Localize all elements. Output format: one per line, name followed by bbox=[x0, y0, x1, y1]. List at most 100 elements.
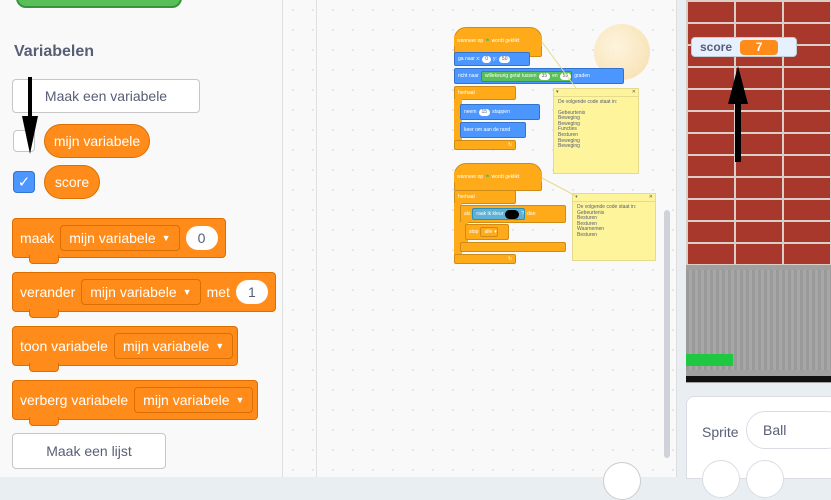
value-input[interactable]: 0 bbox=[185, 226, 218, 250]
question-mark: ? bbox=[521, 211, 525, 217]
note-line: Besturen bbox=[577, 231, 598, 238]
then-label: dan bbox=[527, 211, 536, 217]
block-notch bbox=[29, 363, 59, 372]
move-label: neem bbox=[464, 109, 477, 115]
sprite-name-input[interactable]: Ball bbox=[746, 411, 831, 449]
comment-note-2[interactable]: ▾ ✕ De volgende code staat in: Gebeurteni… bbox=[572, 193, 656, 261]
note-line: Beweging bbox=[558, 137, 580, 144]
change-label: verander bbox=[20, 284, 76, 300]
forever-bottom: ↻ bbox=[454, 140, 516, 150]
hat-label-2: wordt geklikt bbox=[491, 174, 520, 180]
block-notch bbox=[29, 417, 59, 426]
comment-note-1[interactable]: ▾ ✕ De volgende code staat in: Gebeurteni… bbox=[553, 88, 639, 174]
green-flag-icon: ⚑ bbox=[485, 174, 490, 180]
stop-option: alle bbox=[484, 229, 493, 235]
forever-bottom-2: ↻ bbox=[454, 254, 516, 264]
comment-text-2[interactable]: De volgende code staat in: Gebeurtenis B… bbox=[573, 202, 655, 242]
hat-label-2: wordt geklikt bbox=[491, 38, 520, 44]
make-variable-button[interactable]: Maak een variabele bbox=[12, 79, 200, 113]
checkmark-icon: ✓ bbox=[17, 174, 31, 191]
hide-variable-block[interactable]: verberg variabele mijn variabele▼ bbox=[12, 380, 258, 426]
reporter-mijn-variabele[interactable]: mijn variabele bbox=[44, 124, 150, 158]
hat-label: wanneer op bbox=[457, 174, 484, 180]
hat-label: wanneer op bbox=[457, 38, 484, 44]
note-line: Gebeurtenis bbox=[558, 109, 586, 116]
touching-color-block[interactable]: raak ik kleur? bbox=[472, 208, 526, 220]
random-to-input[interactable]: 55 bbox=[559, 72, 572, 80]
bounce-block[interactable]: keer om aan de rand bbox=[460, 122, 526, 138]
block-notch bbox=[29, 309, 59, 318]
show-label: toon variabele bbox=[20, 338, 108, 354]
caret-down-icon: ▼ bbox=[215, 341, 225, 351]
dropdown-value: mijn variabele bbox=[90, 284, 177, 300]
collapse-icon[interactable]: ▾ bbox=[556, 89, 559, 95]
zoom-in-button[interactable] bbox=[603, 462, 641, 500]
stage[interactable] bbox=[686, 0, 831, 383]
show-variable-block[interactable]: toon variabele mijn variabele ▼ bbox=[12, 326, 238, 372]
random-from-input[interactable]: 35 bbox=[538, 72, 551, 80]
goto-y-input[interactable]: 50 bbox=[498, 55, 511, 63]
when-flag-clicked-block-2[interactable]: wanneer op⚑wordt geklikt bbox=[454, 171, 542, 183]
change-variable-block[interactable]: verander mijn variabele▼ met 1 bbox=[12, 272, 276, 318]
if-bottom bbox=[460, 242, 566, 252]
forever-block[interactable]: herhaal bbox=[454, 86, 516, 100]
set-label: maak bbox=[20, 230, 55, 246]
when-flag-clicked-block[interactable]: wanneer op⚑wordt geklikt bbox=[454, 35, 542, 47]
stop-dropdown[interactable]: alle▾ bbox=[480, 227, 498, 237]
collapse-icon[interactable]: ▾ bbox=[575, 194, 578, 200]
note-line: Functies bbox=[558, 126, 577, 133]
note-line: Beweging bbox=[558, 115, 580, 122]
previous-category-block[interactable] bbox=[16, 0, 182, 8]
degrees-label: graden bbox=[574, 73, 590, 79]
green-flag-icon: ⚑ bbox=[485, 38, 490, 44]
close-icon[interactable]: ✕ bbox=[631, 89, 636, 95]
stage-border bbox=[686, 376, 831, 382]
if-then-block[interactable]: als raak ik kleur? dan bbox=[460, 205, 566, 223]
script-area-scrollbar[interactable] bbox=[664, 210, 670, 458]
note-line: Besturen bbox=[577, 220, 598, 227]
variable-checkbox-score[interactable]: ✓ bbox=[13, 171, 35, 193]
hide-sprite-button[interactable] bbox=[746, 460, 784, 498]
comment-text-1[interactable]: De volgende code staat in: Gebeurtenis B… bbox=[554, 97, 638, 153]
set-variable-block[interactable]: maak mijn variabele▼ 0 bbox=[12, 218, 226, 264]
random-and-label: en bbox=[552, 73, 558, 79]
score-monitor[interactable]: score 7 bbox=[691, 37, 797, 57]
make-list-button[interactable]: Maak een lijst bbox=[12, 433, 166, 469]
dropdown-value: mijn variabele bbox=[69, 230, 156, 246]
met-label: met bbox=[206, 284, 230, 300]
variable-dropdown[interactable]: mijn variabele ▼ bbox=[113, 333, 234, 359]
caret-down-icon: ▼ bbox=[235, 395, 245, 405]
variable-dropdown[interactable]: mijn variabele▼ bbox=[81, 279, 201, 305]
note-line: Besturen bbox=[558, 131, 579, 138]
color-swatch[interactable] bbox=[505, 209, 520, 219]
note-line: De volgende code staat in: bbox=[558, 99, 618, 105]
note-line: Waarnemen bbox=[577, 226, 605, 233]
point-label: richt naar bbox=[458, 73, 479, 79]
paddle-sprite[interactable] bbox=[686, 354, 733, 366]
forever-label: herhaal bbox=[458, 90, 475, 96]
variable-dropdown[interactable]: mijn variabele▼ bbox=[134, 387, 254, 413]
forever-arm-2 bbox=[454, 203, 462, 259]
if-arm bbox=[460, 222, 468, 244]
note-line: Beweging bbox=[558, 120, 580, 127]
steps-input[interactable]: 15 bbox=[478, 108, 491, 116]
goto-x-input[interactable]: 0 bbox=[482, 55, 492, 63]
close-icon[interactable]: ✕ bbox=[648, 194, 653, 200]
dropdown-value: mijn variabele bbox=[122, 338, 210, 354]
bounce-label: keer om aan de rand bbox=[464, 127, 511, 133]
forever-block-2[interactable]: herhaal bbox=[454, 190, 516, 204]
value-input[interactable]: 1 bbox=[235, 280, 268, 304]
comment-connector-2 bbox=[541, 177, 577, 197]
steps-label: stappen bbox=[492, 109, 510, 115]
block-notch bbox=[29, 255, 59, 264]
show-sprite-button[interactable] bbox=[702, 460, 740, 498]
floor-texture bbox=[686, 270, 831, 370]
variable-dropdown[interactable]: mijn variabele▼ bbox=[60, 225, 180, 251]
stop-label: stop bbox=[469, 229, 479, 235]
reporter-score[interactable]: score bbox=[44, 165, 100, 199]
